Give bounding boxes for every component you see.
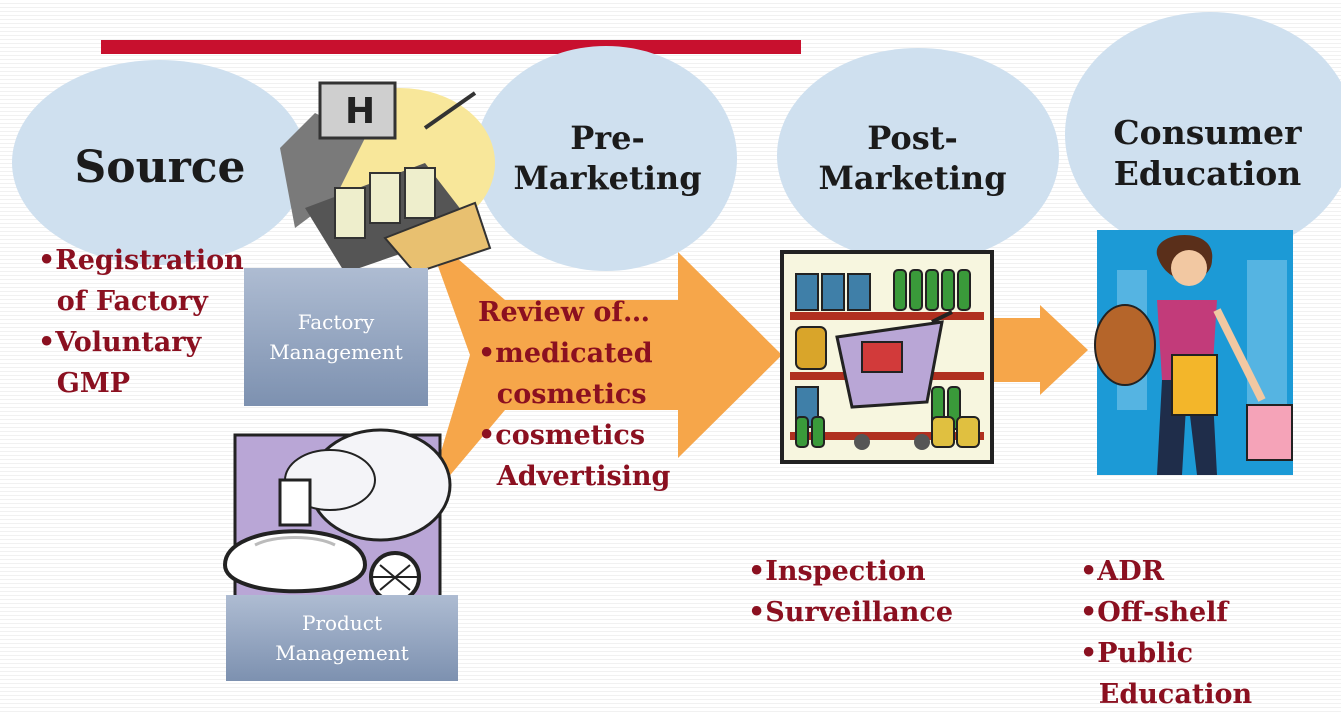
shopping-cart-shelf-icon [780,250,994,464]
review-items-list: Review of… •medicated cosmetics •cosmeti… [478,297,671,492]
factory-management-label: Factory Management [244,268,428,406]
factory-clipart-icon: H [280,81,495,275]
source-title: Source [74,142,246,193]
source-bubble [12,60,307,265]
post-marketing-bubble [777,48,1059,263]
pre-marketing-bubble [475,46,737,271]
consumer-education-bubble [1065,12,1341,257]
post-marketing-title: Post- Marketing [818,119,1007,197]
product-management-label: Product Management [226,595,458,681]
perfume-clipart-icon [222,428,452,622]
shopper-woman-icon [1094,230,1293,475]
post-marketing-items-list: •Inspection •Surveillance [748,556,953,628]
svg-text:H: H [345,91,375,132]
consumer-education-items-list: •ADR •Off-shelf •Public Education [1080,556,1253,710]
pre-marketing-title: Pre- Marketing [513,119,702,197]
source-items-list: •Registration of Factory •Voluntary GMP [38,245,244,399]
consumer-education-title: Consumer Education [1113,113,1302,194]
